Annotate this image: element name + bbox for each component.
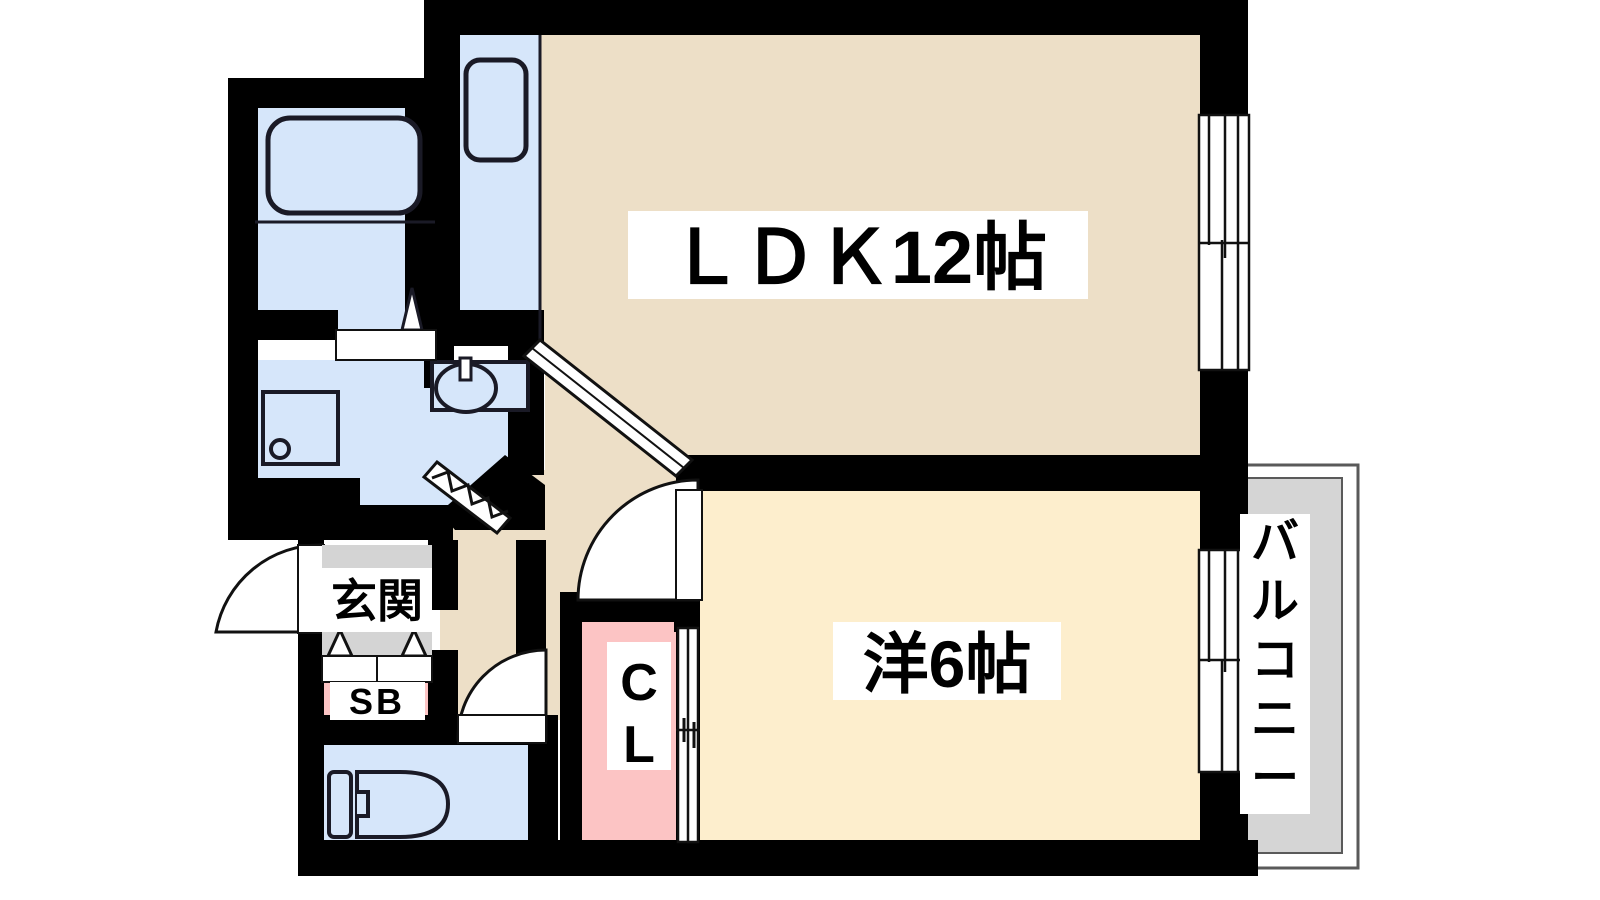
wall-bath-bottom-left [228, 310, 338, 340]
label-entrance-bg [322, 568, 432, 632]
label-shoe-box-text: SB [349, 681, 405, 722]
wall-bottom [298, 840, 1258, 876]
wall-bath-left [228, 78, 258, 340]
label-balcony-char-1: ル [1251, 575, 1299, 628]
kitchen-sink-icon [463, 35, 542, 345]
label-closet-c: C [620, 654, 658, 712]
label-balcony-char-2: コ [1251, 634, 1299, 687]
wall-bedroom-bottom-right [1210, 840, 1258, 876]
label-ldk-text: ＬＤＫ12帖 [669, 216, 1047, 299]
entrance-door[interactable] [214, 543, 325, 634]
ldk-sliding-door[interactable] [521, 337, 695, 479]
label-ldk: ＬＤＫ12帖 [628, 211, 1088, 299]
wall-entrance-right-upper [428, 540, 458, 610]
label-ldk-bg [628, 211, 1088, 299]
toilet-door[interactable] [456, 648, 548, 744]
entrance-step [321, 545, 433, 683]
label-closet-l: L [623, 716, 655, 774]
ldk-sliding-window[interactable] [1197, 113, 1251, 372]
wall-bath-top [228, 78, 433, 108]
washroom-door[interactable] [335, 329, 437, 361]
bathroom-folding-door[interactable] [421, 459, 513, 536]
label-balcony-char-3: ニ [1251, 693, 1299, 746]
label-western-room-text: 洋6帖 [863, 627, 1032, 701]
label-shoe-box-bg [330, 682, 425, 720]
label-shoe-box: SB [330, 681, 425, 722]
wall-ldk-bottom [676, 455, 1221, 491]
label-closet-bg [607, 642, 671, 770]
wall-washroom-bottom [358, 505, 453, 540]
toilet-bowl-icon [327, 770, 451, 839]
label-balcony-char-4: ー [1251, 752, 1299, 805]
label-western-room-bg [833, 622, 1061, 700]
balcony-outer-rail [1215, 463, 1360, 870]
label-balcony: バ ル コ ニ ー [1240, 514, 1310, 814]
wall-washroom-bottom-left [228, 478, 360, 540]
wall-closet-left [560, 592, 582, 844]
label-entrance-text: 玄関 [331, 575, 423, 627]
bathtub-icon [255, 115, 435, 224]
label-balcony-bg [1240, 514, 1310, 814]
label-balcony-char-0: バ [1251, 516, 1299, 569]
label-entrance: 玄関 [322, 568, 432, 632]
bedroom-door[interactable] [576, 478, 703, 602]
wall-ldk-top [424, 0, 1248, 35]
closet-sliding-doors[interactable] [676, 626, 700, 844]
wall-ldk-right-upper [1200, 0, 1248, 115]
label-closet: C L [607, 642, 671, 774]
label-western-room: 洋6帖 [833, 622, 1061, 701]
washing-machine-pan-icon [261, 390, 340, 466]
wash-basin-icon [430, 356, 530, 414]
